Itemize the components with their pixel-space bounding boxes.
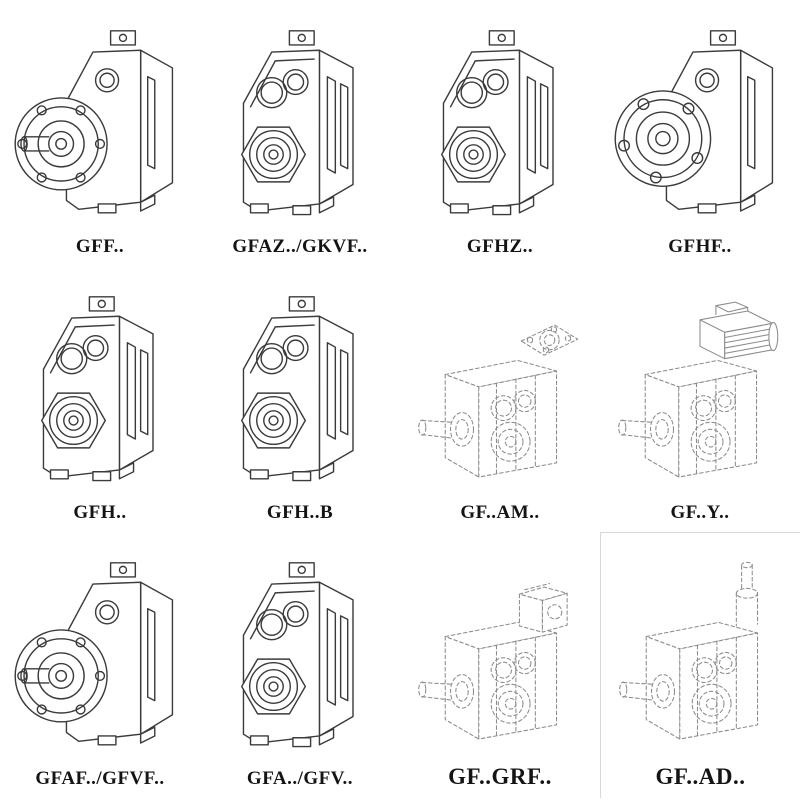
gearbox-drawing: [410, 288, 590, 500]
gearbox-drawing: [610, 22, 790, 234]
model-label: GFH..B: [266, 502, 334, 523]
gearbox-flange-plain-icon: [615, 31, 772, 213]
gearbox-drawing: [611, 550, 791, 762]
gearbox-figure-gfa-gfv: GFA../GFV..: [200, 532, 400, 798]
gearbox-drawing: [10, 288, 190, 500]
model-label: GFAZ../GKVF..: [232, 236, 368, 257]
model-label: GF..Y..: [670, 502, 730, 523]
gearbox-figure-gf-y: GF..Y..: [600, 266, 800, 532]
gearbox-face-icon: [242, 297, 353, 481]
gearbox-figure-gf-ad: GF..AD..: [600, 532, 800, 798]
model-label: GFF..: [75, 236, 125, 257]
gearbox-figure-gfhz: GFHZ..: [400, 0, 600, 266]
gearbox-drawing: [410, 550, 590, 762]
gearbox-face-icon: [242, 563, 353, 747]
gearbox-face-icon: [442, 31, 553, 215]
model-label: GF..AM..: [460, 502, 540, 523]
gearbox-drawing: [10, 554, 190, 766]
model-label: GFHZ..: [466, 236, 534, 257]
gearbox-figure-gfaf-gfvf: GFAF../GFVF..: [0, 532, 200, 798]
gearbox-flange-shaft-icon: [15, 31, 172, 213]
gearbox-drawing: [610, 288, 790, 500]
model-label: GF..AD..: [655, 764, 746, 789]
gearbox-figure-gf-grf: GF..GRF..: [400, 532, 600, 798]
gearbox-motor-icon: [619, 302, 778, 477]
gearbox-am-adapter-icon: [419, 325, 578, 477]
gearbox-face-icon: [242, 31, 353, 215]
gearbox-ad-shaft-icon: [619, 562, 757, 739]
model-label: GF..GRF..: [448, 764, 552, 789]
model-label: GFA../GFV..: [246, 768, 354, 789]
gearbox-figure-gfh-b: GFH..B: [200, 266, 400, 532]
gearbox-figure-gfh: GFH..: [0, 266, 200, 532]
model-label: GFAF../GFVF..: [35, 768, 165, 789]
gearbox-flange-shaft-icon: [15, 563, 172, 745]
gearbox-figure-gff: GFF..: [0, 0, 200, 266]
gearbox-figure-gf-am: GF..AM..: [400, 266, 600, 532]
gearbox-drawing: [210, 288, 390, 500]
gearbox-face-icon: [42, 297, 153, 481]
gearbox-grf-adapter-icon: [419, 584, 567, 739]
gearbox-drawing: [410, 22, 590, 234]
model-label: GFHF..: [668, 236, 732, 257]
gearbox-drawing: [10, 22, 190, 234]
gearbox-figure-gfhf: GFHF..: [600, 0, 800, 266]
gearbox-figure-gfaz-gkvf: GFAZ../GKVF..: [200, 0, 400, 266]
model-label: GFH..: [73, 502, 127, 523]
gearbox-drawing: [210, 554, 390, 766]
gearbox-drawing: [210, 22, 390, 234]
